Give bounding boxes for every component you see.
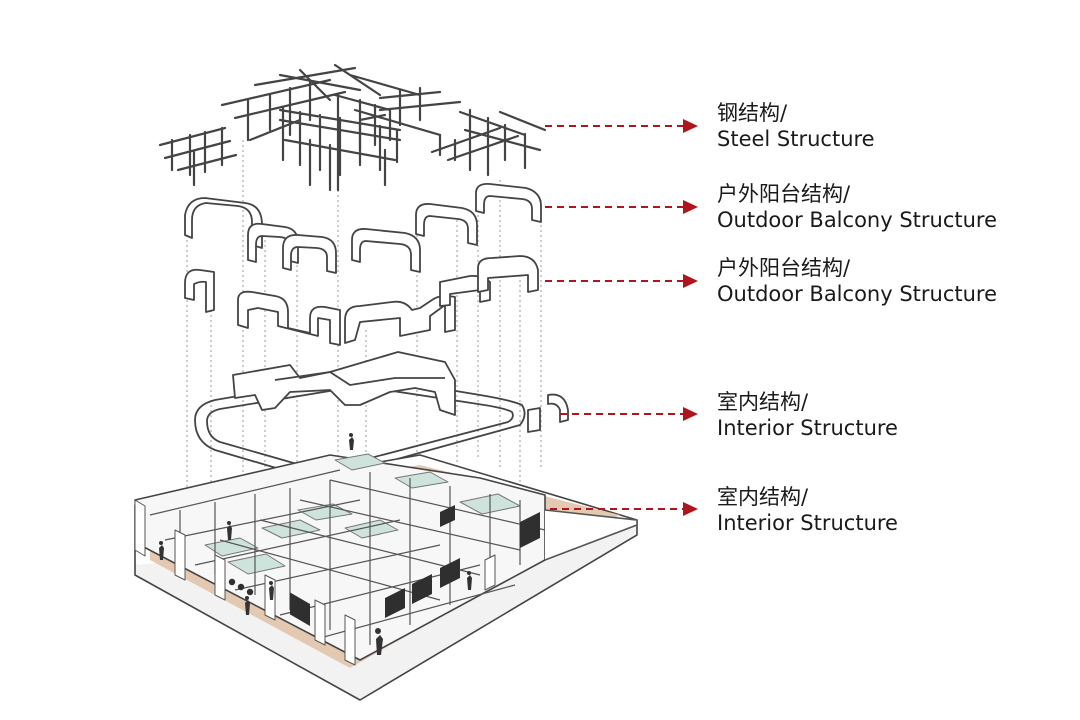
balcony-lower-layer (184, 255, 539, 346)
interior-lower-arrow (550, 502, 698, 516)
steel-label-en: Steel Structure (717, 127, 875, 151)
interior-upper-label-en: Interior Structure (717, 416, 898, 440)
balcony-lower-arrow (545, 274, 698, 288)
balcony-lower-label: 户外阳台结构/ Outdoor Balcony Structure (717, 255, 997, 307)
interior-lower-label-zh: 室内结构/ (717, 485, 809, 509)
balcony-upper-label-zh: 户外阳台结构/ (717, 182, 851, 206)
balcony-upper-layer (184, 183, 542, 274)
interior-lower-label: 室内结构/ Interior Structure (717, 484, 898, 536)
interior-lower-label-en: Interior Structure (717, 511, 898, 535)
balcony-upper-label-en: Outdoor Balcony Structure (717, 208, 998, 232)
leader-arrows (545, 119, 698, 516)
balcony-upper-label: 户外阳台结构/ Outdoor Balcony Structure (717, 181, 997, 233)
steel-label: 钢结构/ Steel Structure (717, 100, 875, 152)
steel-structure-layer (158, 63, 547, 192)
balcony-lower-label-en: Outdoor Balcony Structure (717, 282, 998, 306)
balcony-lower-label-zh: 户外阳台结构/ (717, 256, 851, 280)
balcony-upper-arrow (545, 200, 698, 214)
interior-upper-label: 室内结构/ Interior Structure (717, 389, 898, 441)
steel-arrow (545, 119, 698, 133)
interior-upper-arrow (560, 407, 698, 421)
interior-lower-layer (134, 433, 638, 701)
interior-upper-layer (194, 351, 569, 479)
interior-upper-label-zh: 室内结构/ (717, 390, 809, 414)
steel-label-zh: 钢结构/ (717, 101, 788, 125)
